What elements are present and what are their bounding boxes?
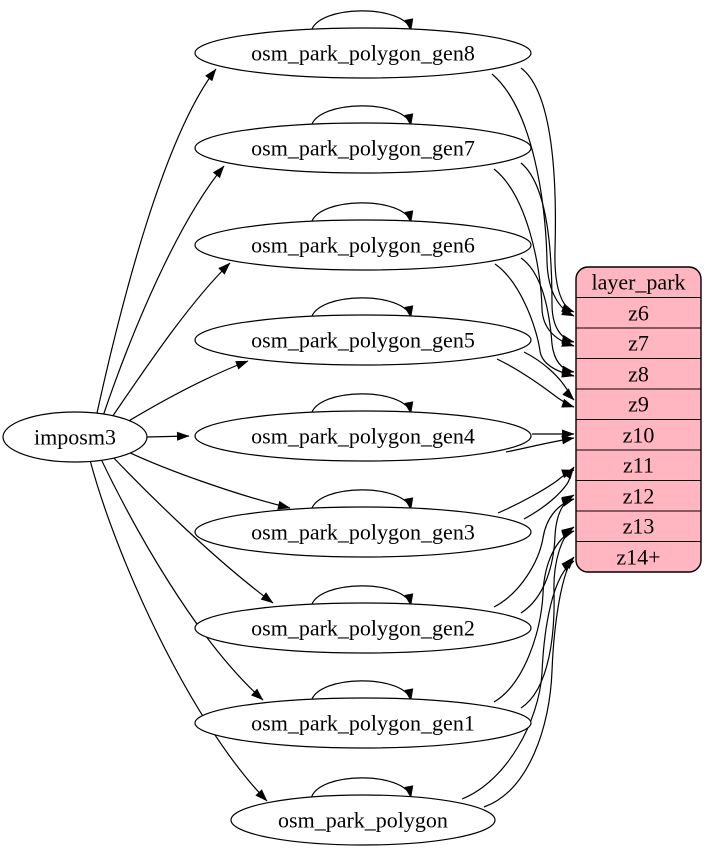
node-osm-park-polygon-gen7: osm_park_polygon_gen7 xyxy=(194,122,532,174)
gen2-label: osm_park_polygon_gen2 xyxy=(251,616,475,641)
node-osm-park-polygon-gen1: osm_park_polygon_gen1 xyxy=(194,697,532,749)
edge-gen5-to-z9 xyxy=(523,351,575,401)
layer-row-z10: z10 xyxy=(623,423,655,448)
self-loop-gen4 xyxy=(310,393,414,416)
edge-imposm3-to-gen1 xyxy=(99,456,264,701)
layer-row-z14: z14+ xyxy=(616,545,660,570)
node-osm-park-polygon-gen3: osm_park_polygon_gen3 xyxy=(194,506,532,558)
gen5-ellipse xyxy=(194,314,532,366)
edge-imposm3-to-gen4 xyxy=(146,431,190,441)
edge-gen1-to-z13 xyxy=(520,526,575,709)
gen2-ellipse xyxy=(194,602,532,654)
self-loop-gen7 xyxy=(310,105,414,128)
node-osm-park-polygon-gen5: osm_park_polygon_gen5 xyxy=(194,314,532,366)
gen3-label: osm_park_polygon_gen3 xyxy=(251,520,475,545)
layer-row-z7: z7 xyxy=(628,331,649,356)
self-loop-polygon xyxy=(310,777,414,800)
node-osm-park-polygon-gen2: osm_park_polygon_gen2 xyxy=(194,602,532,654)
edge-gen3-to-z11 xyxy=(523,466,575,520)
self-loop-gen3 xyxy=(310,489,414,512)
self-loop-gen1 xyxy=(310,680,414,703)
gen4-label: osm_park_polygon_gen4 xyxy=(251,424,475,449)
edge-imposm3-to-gen6 xyxy=(109,262,231,421)
edge-gen8-to-z6 xyxy=(520,67,575,313)
self-loop-gen6 xyxy=(310,202,414,225)
gen6-ellipse xyxy=(194,219,532,271)
layer-park-title: layer_park xyxy=(591,270,685,295)
edge-imposm3-to-gen3 xyxy=(121,448,291,510)
node-osm-park-polygon-gen8: osm_park_polygon_gen8 xyxy=(194,27,532,79)
edge-gen6-to-z8-b xyxy=(494,263,575,378)
edge-imposm3-to-gen2 xyxy=(109,453,274,604)
edge-gen2-to-z12-b xyxy=(493,498,575,608)
edge-imposm3-to-gen5 xyxy=(121,360,249,426)
layer-row-z12: z12 xyxy=(623,484,655,509)
gen7-ellipse xyxy=(194,122,532,174)
edge-gen7-to-z7 xyxy=(520,162,575,344)
edge-imposm3-to-gen8 xyxy=(96,68,217,414)
imposm3-label: imposm3 xyxy=(34,425,116,450)
layer-park-table: layer_park z6 z7 z8 z9 z10 z11 z12 z13 z… xyxy=(575,266,702,573)
gen1-label: osm_park_polygon_gen1 xyxy=(251,711,475,736)
node-osm-park-polygon: osm_park_polygon xyxy=(230,794,496,846)
polygon-label: osm_park_polygon xyxy=(278,808,448,833)
self-loop-gen8 xyxy=(310,10,414,33)
polygon-ellipse xyxy=(230,794,496,846)
gen7-label: osm_park_polygon_gen7 xyxy=(251,136,475,161)
edges-group xyxy=(89,10,575,808)
gen8-label: osm_park_polygon_gen8 xyxy=(251,41,475,66)
edge-gen7-to-z7-b xyxy=(493,168,575,347)
layer-row-z9: z9 xyxy=(628,392,649,417)
gen8-ellipse xyxy=(194,27,532,79)
edge-polygon-to-z14-b xyxy=(461,560,575,800)
layer-row-z13: z13 xyxy=(623,514,655,539)
edge-gen3-to-z11-b xyxy=(497,469,575,514)
edge-imposm3-to-polygon xyxy=(89,459,268,802)
self-loop-gen5 xyxy=(310,297,414,320)
edge-gen6-to-z8 xyxy=(520,257,575,375)
edge-imposm3-to-gen7 xyxy=(102,165,225,417)
gen3-ellipse xyxy=(194,506,532,558)
edge-gen4-to-z10-b xyxy=(505,435,575,453)
node-imposm3: imposm3 xyxy=(2,411,148,463)
edge-polygon-to-z14 xyxy=(483,556,575,808)
edge-gen2-to-z12 xyxy=(520,494,575,614)
gen5-label: osm_park_polygon_gen5 xyxy=(251,328,475,353)
self-loop-gen2 xyxy=(310,585,414,608)
imposm3-ellipse xyxy=(2,411,148,463)
edge-gen8-to-z6-b xyxy=(491,73,575,317)
gen6-label: osm_park_polygon_gen6 xyxy=(251,233,475,258)
gen4-ellipse xyxy=(194,410,532,462)
layer-row-z8: z8 xyxy=(628,362,649,387)
edge-gen1-to-z13-b xyxy=(493,530,575,703)
node-osm-park-polygon-gen6: osm_park_polygon_gen6 xyxy=(194,219,532,271)
edge-gen5-to-z9-b xyxy=(496,358,575,408)
layer-row-z6: z6 xyxy=(628,301,649,326)
gen1-ellipse xyxy=(194,697,532,749)
node-osm-park-polygon-gen4: osm_park_polygon_gen4 xyxy=(194,410,532,462)
layer-row-z11: z11 xyxy=(623,453,654,478)
